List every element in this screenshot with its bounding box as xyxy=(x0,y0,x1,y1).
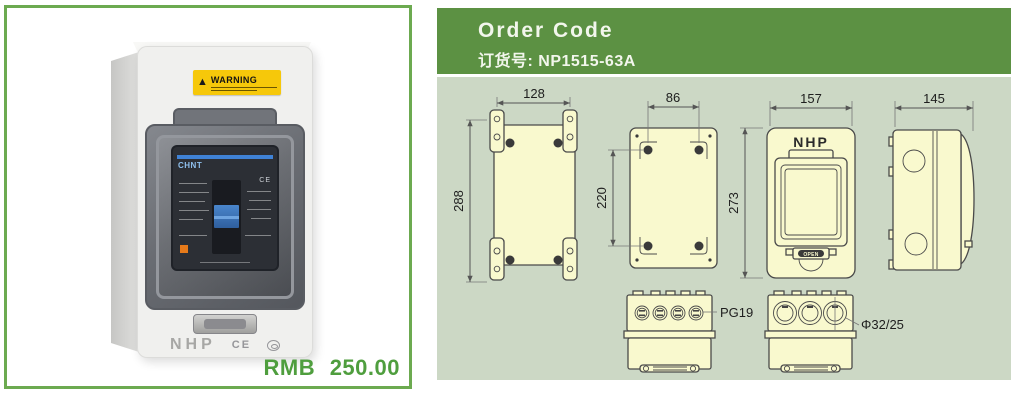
label-knockout-diameter: Φ32/25 xyxy=(861,317,904,332)
order-code-title: Order Code xyxy=(478,19,614,42)
breaker-label-line xyxy=(179,183,207,184)
warning-text: WARNING xyxy=(210,74,277,91)
enclosure-side-face xyxy=(111,52,139,352)
drawing-rear-view: 128 288 xyxy=(451,86,578,283)
dim-front-height: 273 xyxy=(726,192,741,214)
technical-drawings-svg: 128 288 xyxy=(451,86,975,373)
drawing-front-view: NHP OPEN 157 xyxy=(726,91,856,279)
product-photo: ▲ WARNING CHNT CE xyxy=(103,34,317,368)
drawing-open-latch-label: OPEN xyxy=(803,252,818,258)
dim-rear-width: 128 xyxy=(523,86,545,101)
breaker-label-line xyxy=(200,262,250,263)
warning-fineprint-line xyxy=(210,89,258,91)
breaker-ce-mark: CE xyxy=(259,177,271,184)
ce-mark: CE xyxy=(231,339,252,351)
enclosure-brand-row: NHP CE xyxy=(137,336,313,354)
price-label: RMB 250.00 xyxy=(263,355,400,380)
cable-glands xyxy=(634,305,704,321)
technical-drawing-area: 128 288 xyxy=(437,77,1011,380)
drawing-back-view: 86 220 xyxy=(594,90,718,269)
latch-grip xyxy=(204,319,246,329)
breaker-label-line xyxy=(179,192,209,193)
order-code-header: Order Code 订货号: NP1515-63A xyxy=(437,8,1011,74)
breaker-label-line xyxy=(247,191,271,192)
warning-label: ▲ WARNING xyxy=(193,70,281,95)
drawing-nhp-logo: NHP xyxy=(793,134,829,150)
drawing-bottom-glands: PG19 xyxy=(623,290,753,373)
circuit-breaker: CHNT CE xyxy=(173,147,277,269)
breaker-label-line xyxy=(179,210,209,211)
window-hinge-tab xyxy=(173,108,277,126)
nhp-logo: NHP xyxy=(169,336,216,353)
breaker-label-line xyxy=(179,201,205,202)
order-number: 订货号: NP1515-63A xyxy=(478,53,636,70)
breaker-toggle-slot xyxy=(212,180,241,254)
product-photo-card: ▲ WARNING CHNT CE xyxy=(4,5,412,389)
breaker-label-line xyxy=(179,219,203,220)
dim-rear-height: 288 xyxy=(451,190,466,212)
enclosure-front-face: ▲ WARNING CHNT CE xyxy=(137,46,313,358)
dim-side-depth: 145 xyxy=(923,91,945,106)
warning-fineprint-line xyxy=(210,86,277,88)
warning-triangle-icon: ▲ xyxy=(197,76,208,88)
breaker-label-line xyxy=(249,200,271,201)
breaker-toggle-grip xyxy=(214,216,239,219)
order-code-panel: Order Code 订货号: NP1515-63A xyxy=(437,8,1011,380)
warning-word: WARNING xyxy=(210,74,258,85)
dim-back-height: 220 xyxy=(594,187,609,209)
breaker-blue-stripe xyxy=(177,155,273,159)
breaker-label-line xyxy=(251,218,271,219)
drawing-bottom-knockouts: Φ32/25 xyxy=(764,290,904,373)
breaker-label-line xyxy=(247,209,271,210)
breaker-brand-label: CHNT xyxy=(178,161,203,170)
breaker-status-indicator xyxy=(180,245,188,253)
label-pg19: PG19 xyxy=(720,305,753,320)
breaker-label-line xyxy=(179,235,207,236)
drawing-side-view: 145 xyxy=(888,91,975,271)
dim-front-width: 157 xyxy=(800,91,822,106)
breaker-label-line xyxy=(245,235,271,236)
window-open-latch xyxy=(193,314,257,334)
dim-back-width: 86 xyxy=(666,90,680,105)
transparent-window: CHNT CE xyxy=(145,124,305,310)
cert-mark-icon xyxy=(267,339,281,351)
breaker-toggle-handle xyxy=(214,205,239,228)
